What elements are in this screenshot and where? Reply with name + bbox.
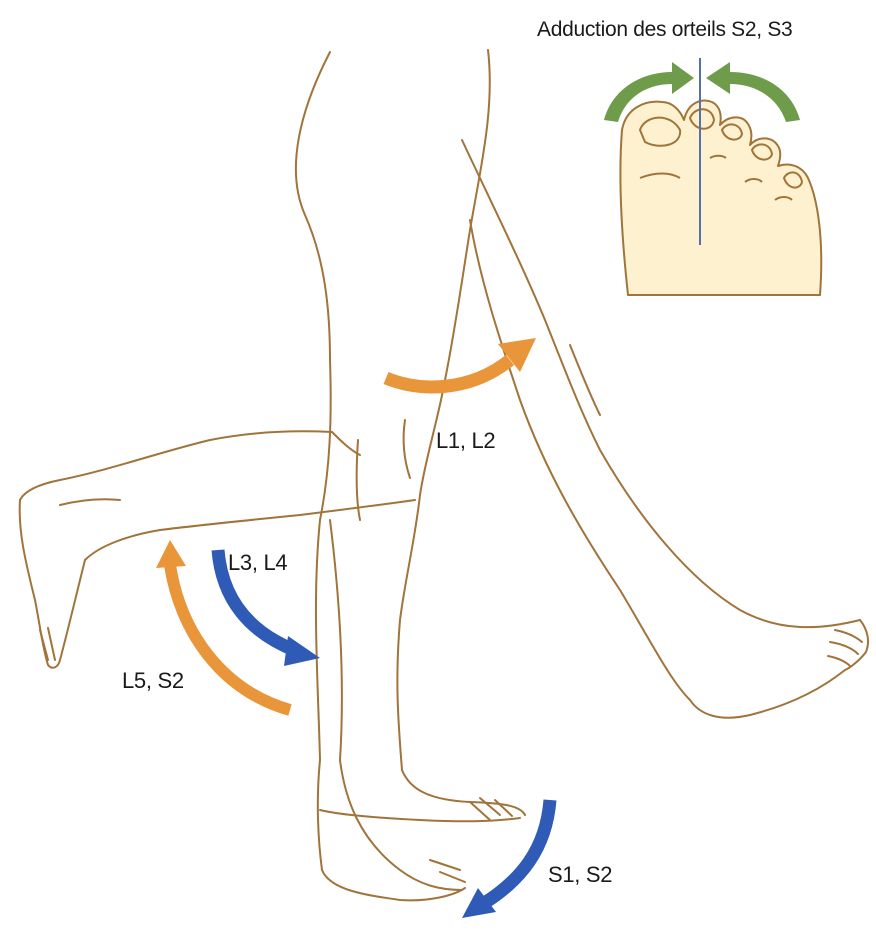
backward-flexed-leg bbox=[20, 431, 415, 667]
curved-arrow-blue-icon bbox=[462, 800, 550, 918]
knee-extension-label: L3, L4 bbox=[228, 550, 287, 576]
hip-flexion-label: L1, L2 bbox=[436, 428, 495, 454]
plantar-flexion-label: S1, S2 bbox=[548, 862, 612, 888]
toe-adduction-label: Adduction des orteils S2, S3 bbox=[537, 18, 792, 42]
knee-flexion-label: L5, S2 bbox=[122, 668, 184, 694]
foot-inset bbox=[620, 101, 821, 295]
standing-leg bbox=[296, 50, 525, 900]
